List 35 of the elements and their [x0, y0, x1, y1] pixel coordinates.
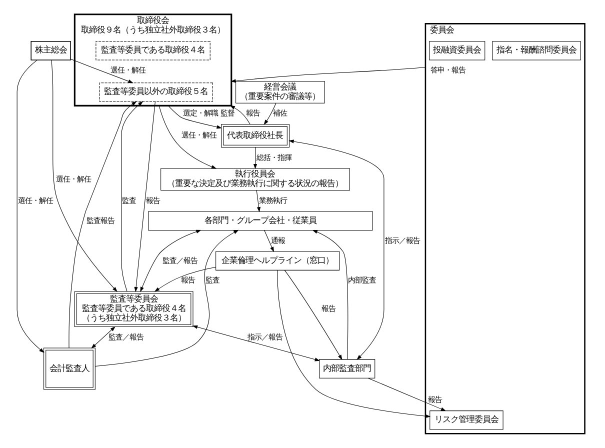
arrow [230, 66, 426, 83]
node-box: 執行役員会 （重要な決定及び業務執行に関する状況の報告） [160, 168, 350, 191]
node-box: リスク管理委員会 [429, 410, 503, 430]
node-box: 株主総会 [30, 40, 70, 60]
node-box: 指名・報酬諮問委員会 [492, 41, 580, 60]
node-box: 監査等委員である取締役４名 [95, 41, 210, 60]
node-box: 各部門・グループ会社・従業員 [148, 211, 372, 230]
arrow [276, 270, 430, 418]
arrow [264, 230, 274, 252]
arrow [312, 230, 348, 360]
arrow [70, 58, 133, 84]
arrow [158, 105, 216, 169]
arrow [134, 101, 155, 292]
arrow [284, 270, 342, 360]
arrow [140, 230, 201, 292]
arrow [120, 101, 143, 292]
node-box: 経営会議 （重要案件の審議等） [235, 81, 324, 104]
arrow [16, 60, 44, 353]
node-box: 監査等委員以外の取締役５名 [98, 82, 212, 102]
arrow [167, 105, 222, 129]
arrow [288, 140, 384, 360]
arrow [252, 147, 257, 170]
arrow [229, 105, 250, 124]
arrow [50, 60, 117, 292]
arrow [154, 266, 216, 292]
node-box: 投融資委員会 [428, 41, 485, 60]
arrow [94, 230, 238, 367]
arrow [367, 378, 446, 412]
node-box: 内部監査部門 [318, 359, 375, 378]
arrow [68, 101, 136, 348]
arrow [90, 326, 115, 349]
node-box: 企業倫理ヘルプライン（窓口） [215, 251, 340, 270]
arrow [263, 102, 276, 125]
arrow [256, 190, 260, 212]
arrow [192, 325, 320, 362]
